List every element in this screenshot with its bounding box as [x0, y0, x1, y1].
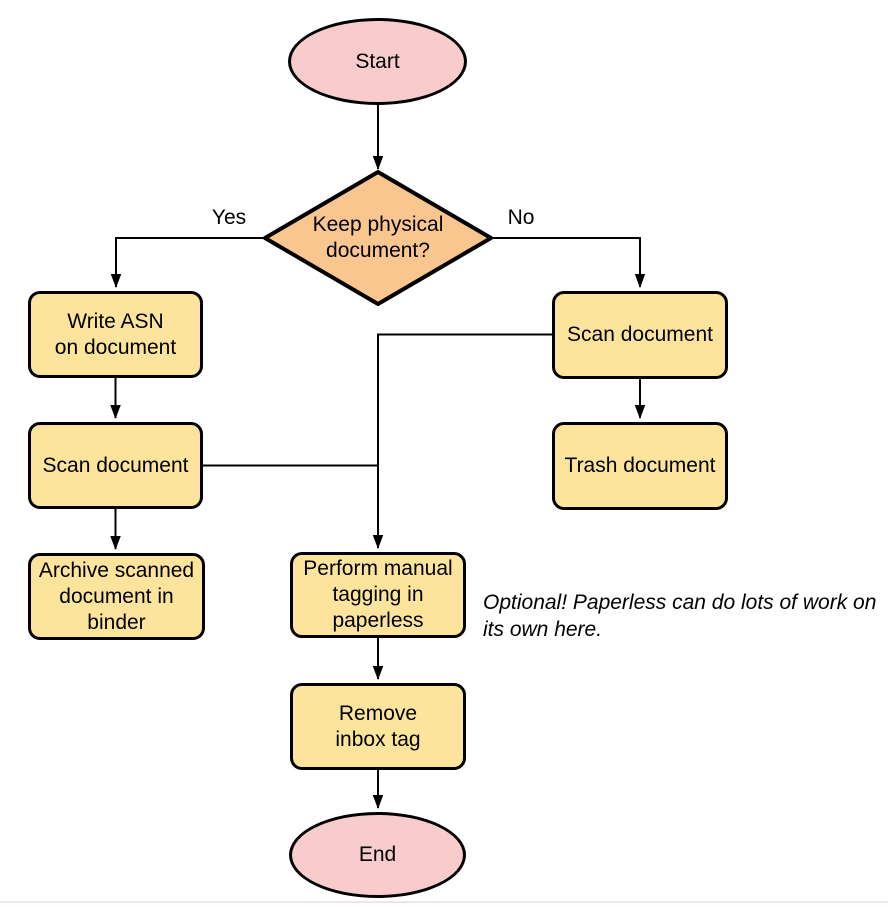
node-scan-document-right: Scan document [552, 291, 728, 379]
decision-diamond-shape [263, 170, 493, 306]
node-manual-tagging-label: Perform manual tagging in paperless [303, 557, 453, 632]
node-decision: Keep physical document? [286, 200, 470, 276]
node-remove-inbox-tag: Remove inbox tag [290, 683, 466, 770]
edge-scan-right-to-tagging [372, 333, 552, 549]
edge-label-no: No [495, 206, 547, 230]
node-trash-document-label: Trash document [564, 454, 716, 477]
node-start-label: Start [355, 49, 400, 73]
node-archive-in-binder: Archive scanned document in binder [28, 553, 205, 640]
page-edge-line [0, 901, 888, 903]
node-manual-tagging: Perform manual tagging in paperless [290, 552, 466, 638]
node-start: Start [288, 18, 467, 105]
node-write-asn: Write ASN on document [28, 291, 203, 378]
node-scan-document-left: Scan document [28, 422, 203, 509]
annotation-optional-note: Optional! Paperless can do lots of work … [483, 591, 877, 641]
edge-decision-no-to-scan-right [491, 237, 646, 288]
node-end: End [289, 812, 466, 898]
node-write-asn-label: Write ASN on document [54, 309, 177, 359]
node-scan-document-right-label: Scan document [567, 323, 713, 346]
edge-label-yes: Yes [203, 206, 255, 230]
node-decision-label: Keep physical document? [312, 213, 444, 262]
node-remove-inbox-tag-label: Remove inbox tag [335, 701, 421, 751]
node-archive-in-binder-label: Archive scanned document in binder [38, 558, 195, 634]
node-end-label: End [358, 843, 397, 866]
node-scan-document-left-label: Scan document [42, 453, 189, 477]
edge-decision-yes-to-write-asn [110, 237, 265, 288]
node-trash-document: Trash document [552, 422, 728, 510]
